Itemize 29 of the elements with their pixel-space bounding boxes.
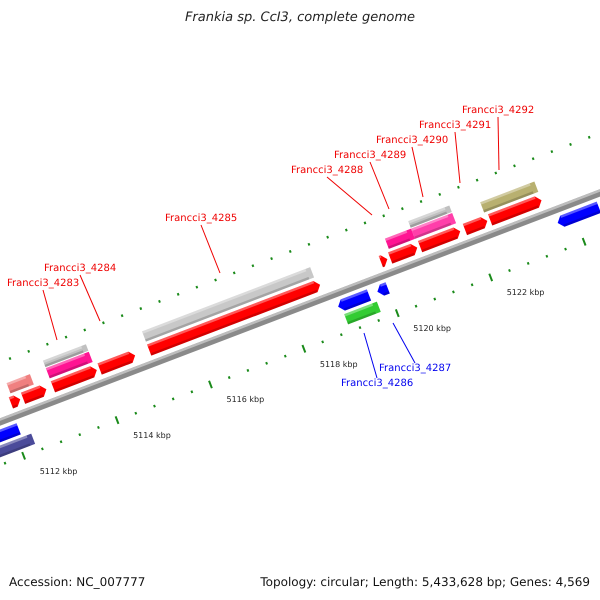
map-title: Frankia sp. CcI3, complete genome: [184, 11, 416, 24]
scale-label: 5114 kbp: [133, 432, 171, 440]
leader-line: [370, 162, 390, 210]
scale-label: 5120 kbp: [413, 324, 451, 333]
gene-label: Francci3_4286: [341, 379, 414, 389]
leader-line: [454, 132, 460, 184]
genome-info-text: Topology: circular; Length: 5,433,628 bp; Genes: 4,569: [260, 576, 590, 588]
gene-label: Francci3_4292: [462, 106, 534, 116]
gene-label: Francci3_4283: [7, 279, 80, 289]
leader-line: [498, 116, 500, 170]
gene-label: Francci3_4287: [379, 364, 452, 374]
leader-line: [392, 322, 416, 364]
scale-label: 5116 kbp: [226, 396, 264, 404]
gene-label: Francci3_4289: [334, 151, 406, 161]
leader-line: [364, 332, 378, 378]
leader-line: [326, 176, 372, 216]
leader-line: [80, 274, 100, 322]
gene-label: Francci3_4291: [419, 121, 492, 131]
gene-label: Francci3_4290: [376, 136, 448, 146]
scale-label: 5122 kbp: [506, 289, 544, 298]
gene-label: Francci3_4288: [291, 166, 364, 176]
gene-label: Francci3_4284: [44, 264, 116, 274]
leader-line: [42, 290, 58, 340]
scale-label: 5118 kbp: [320, 360, 358, 369]
scale-label: 5112 kbp: [40, 468, 78, 476]
leader-line: [200, 224, 220, 274]
accession-text: Accession: NC_007777: [9, 576, 146, 588]
gene-label: Francci3_4285: [165, 214, 238, 224]
leader-line: [412, 146, 424, 198]
